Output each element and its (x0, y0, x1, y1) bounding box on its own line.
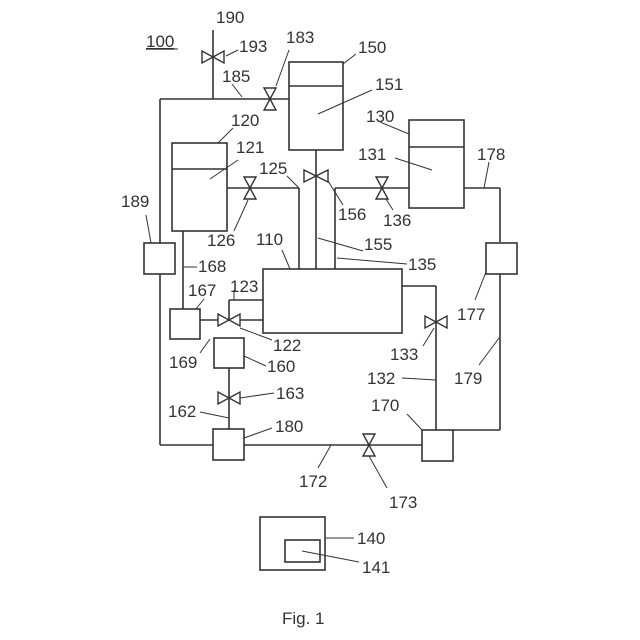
tank-120 (172, 143, 227, 231)
label-125: 125 (259, 159, 287, 178)
label-193: 193 (239, 37, 267, 56)
box-189 (144, 243, 175, 274)
label-132: 132 (367, 369, 395, 388)
label-178: 178 (477, 145, 505, 164)
unit-110 (263, 269, 402, 333)
label-122: 122 (273, 336, 301, 355)
label-133: 133 (390, 345, 418, 364)
label-162: 162 (168, 402, 196, 421)
label-136: 136 (383, 211, 411, 230)
label-168: 168 (198, 257, 226, 276)
label-179: 179 (454, 369, 482, 388)
box-169 (170, 309, 200, 339)
figure-number: 100 (146, 32, 174, 51)
label-167: 167 (188, 281, 216, 300)
label-131: 131 (358, 145, 386, 164)
box-180 (213, 429, 244, 460)
label-170: 170 (371, 396, 399, 415)
label-135: 135 (408, 255, 436, 274)
label-120: 120 (231, 111, 259, 130)
label-183: 183 (286, 28, 314, 47)
label-185: 185 (222, 67, 250, 86)
tank-130 (409, 120, 464, 208)
label-140: 140 (357, 529, 385, 548)
label-123: 123 (230, 277, 258, 296)
label-173: 173 (389, 493, 417, 512)
label-110: 110 (256, 230, 283, 249)
label-190: 190 (216, 8, 244, 27)
box-177 (486, 243, 517, 274)
label-177: 177 (457, 305, 485, 324)
label-169: 169 (169, 353, 197, 372)
label-126: 126 (207, 231, 235, 250)
box-160 (214, 338, 244, 368)
label-180: 180 (275, 417, 303, 436)
box-170 (422, 430, 453, 461)
label-141: 141 (362, 558, 390, 577)
label-163: 163 (276, 384, 304, 403)
label-151: 151 (375, 75, 403, 94)
label-150: 150 (358, 38, 386, 57)
label-156: 156 (338, 205, 366, 224)
label-160: 160 (267, 357, 295, 376)
label-189: 189 (121, 192, 149, 211)
label-155: 155 (364, 235, 392, 254)
label-121: 121 (236, 138, 264, 157)
label-172: 172 (299, 472, 327, 491)
figure-caption: Fig. 1 (282, 609, 325, 628)
label-130: 130 (366, 107, 394, 126)
